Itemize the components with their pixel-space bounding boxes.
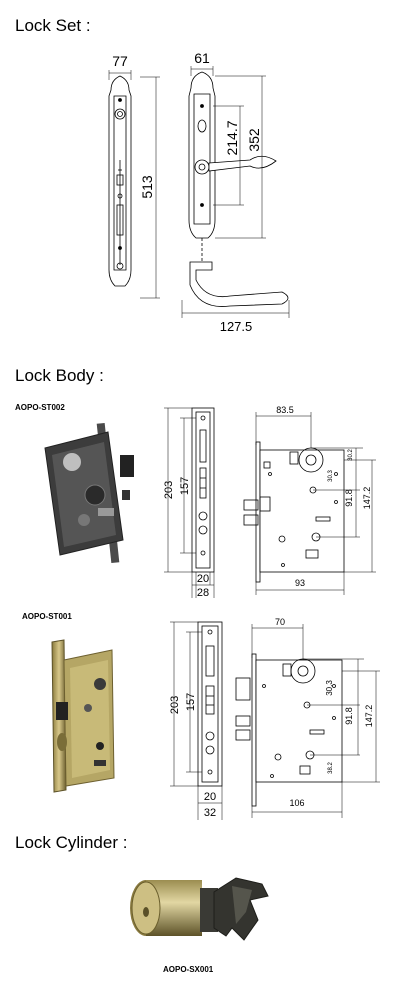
st002-side-view	[243, 412, 376, 595]
lock-set-heading: Lock Set :	[15, 16, 91, 35]
dim-lever-reach: 127.5	[220, 319, 253, 334]
st001-front-inner: 157	[185, 693, 197, 711]
st002-center-b: 147.2	[362, 487, 372, 510]
model-label-st001: AOPO-ST001	[22, 612, 72, 621]
st001-depth: 106	[289, 798, 304, 808]
st002-depth: 93	[295, 578, 305, 588]
st001-front-width-b: 32	[204, 807, 216, 819]
dim-spacing-b: 352	[246, 128, 262, 152]
st002-photo	[44, 422, 134, 564]
st001-front-view	[170, 621, 223, 820]
st002-backset: 83.5	[276, 405, 294, 415]
dim-width-faceplate: 77	[112, 53, 128, 69]
lock-body-heading: Lock Body :	[15, 366, 104, 385]
lock-cylinder-heading: Lock Cylinder :	[15, 833, 128, 852]
st001-center-b: 147.2	[364, 705, 374, 728]
st002-small-b: 30.3	[328, 470, 334, 482]
st001-front-width-a: 20	[204, 791, 216, 803]
st002-front-width-b: 28	[197, 587, 209, 599]
st002-center-a: 91.8	[344, 489, 354, 507]
dim-width-rose: 61	[194, 50, 210, 66]
st001-small-a: 30.3	[325, 680, 334, 696]
dim-spacing-a: 214.7	[224, 120, 240, 155]
dim-height-total: 513	[139, 175, 155, 199]
st001-center-a: 91.8	[344, 707, 354, 725]
st002-front-inner: 157	[179, 477, 191, 495]
st001-backset: 70	[275, 617, 285, 627]
st001-photo	[51, 639, 115, 793]
st001-small-b: 38.2	[328, 762, 334, 774]
cylinder-photo	[130, 877, 269, 941]
st002-front-height: 203	[163, 481, 175, 499]
st001-side-view	[235, 624, 380, 818]
st002-small-a: 30.2	[348, 449, 354, 461]
st001-front-height: 203	[169, 696, 181, 714]
st002-front-view	[164, 407, 215, 598]
st002-front-width-a: 20	[197, 573, 209, 585]
model-label-st002: AOPO-ST002	[15, 403, 65, 412]
model-label-sx001: AOPO-SX001	[163, 965, 214, 974]
lock-set-drawing	[108, 66, 290, 318]
